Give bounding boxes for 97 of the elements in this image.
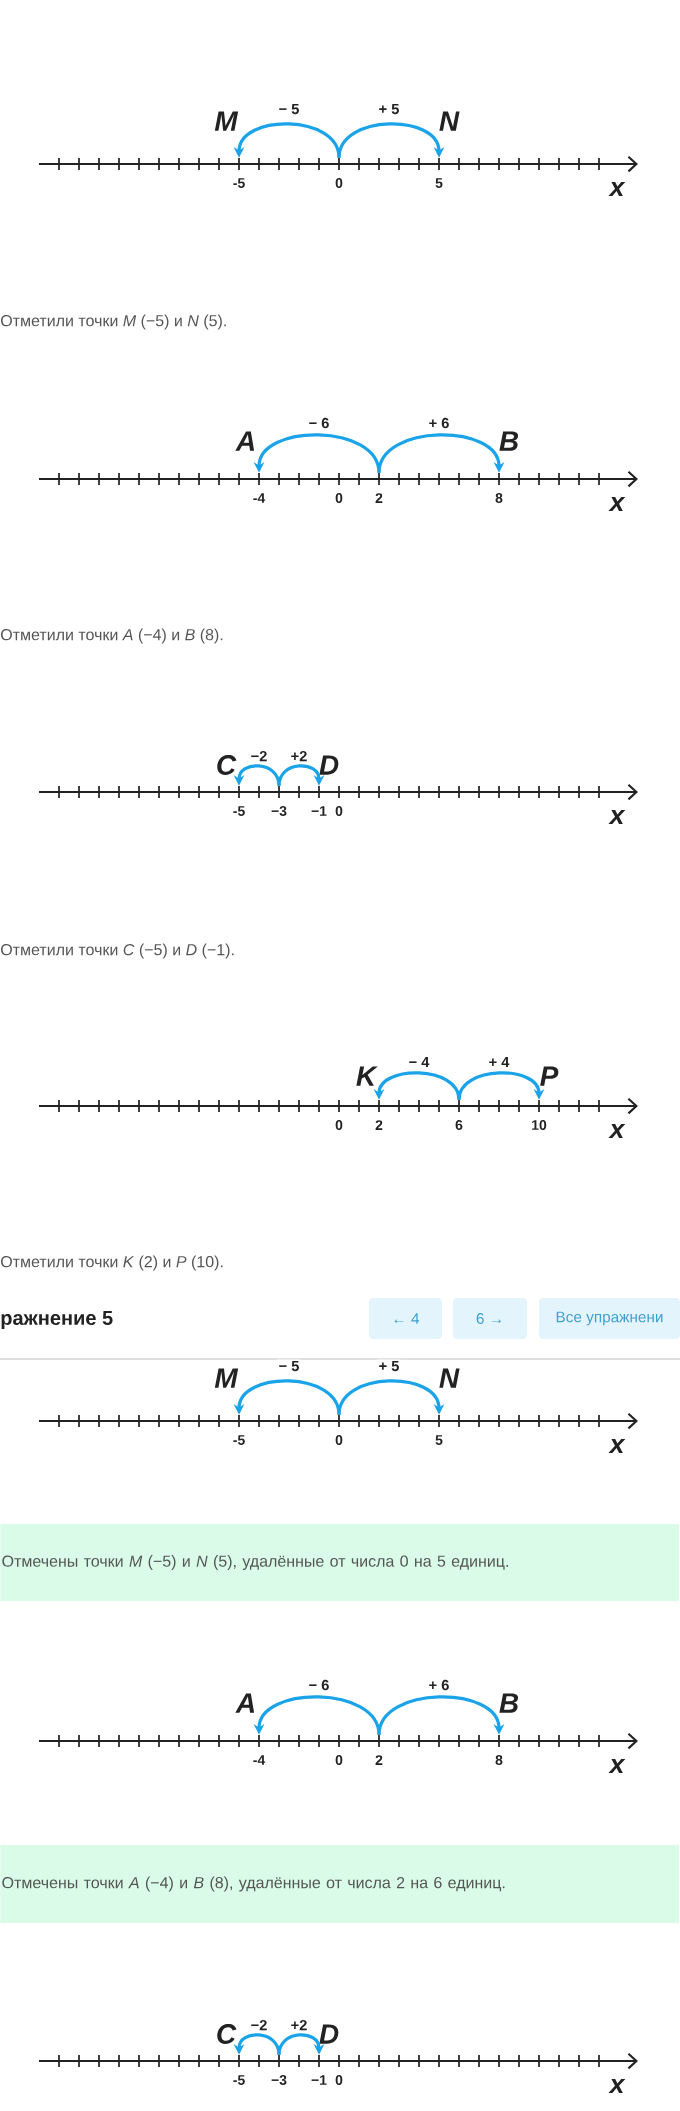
- point-letter: A: [235, 431, 255, 451]
- edge-label: + 6: [427, 1678, 451, 1692]
- tick-label: 0: [335, 493, 343, 503]
- jump-arrow: [277, 2033, 325, 2055]
- point-letter: M: [214, 1368, 239, 1388]
- tick-label: −3: [271, 806, 287, 816]
- tick-label: -5: [233, 2075, 245, 2085]
- axis-label: x: [608, 1438, 626, 1454]
- point-letter: B: [499, 431, 519, 451]
- axis-label: x: [608, 181, 626, 197]
- axis-label: x: [608, 1123, 626, 1139]
- tick-label: 0: [335, 1755, 343, 1765]
- info-band: Отмечены точки M (−5) и N (5), удалённые от числа 0 на 5 единиц.: [0, 1524, 679, 1601]
- edge-label: + 6: [427, 416, 451, 430]
- sentence: Отметили точки K (2) и P (10).: [1, 1255, 223, 1271]
- info-band: Отмечены точки A (−4) и B (8), удалённые от числа 2 на 6 единиц.: [0, 1845, 679, 1923]
- tick-label: −1: [311, 2075, 327, 2085]
- tick-mark: [258, 472, 260, 486]
- axis-label: x: [608, 2078, 626, 2094]
- point-letter: D: [319, 2024, 339, 2044]
- tick-mark: [538, 1099, 540, 1113]
- tick-mark: [378, 1734, 380, 1748]
- edge-label: +2: [289, 749, 309, 763]
- tick-label: -5: [233, 178, 245, 188]
- edge-label: −2: [249, 2018, 269, 2032]
- tick-mark: [438, 1414, 440, 1428]
- tick-mark: [238, 1414, 240, 1428]
- point-letter: N: [439, 1368, 460, 1388]
- tick-label: 8: [495, 1755, 503, 1765]
- tick-mark: [238, 2054, 240, 2068]
- tick-label: 0: [335, 178, 343, 188]
- axis-label: x: [608, 1758, 626, 1774]
- point-letter: K: [356, 1066, 378, 1086]
- point-letter: C: [217, 2024, 237, 2044]
- point-letter: D: [319, 755, 339, 775]
- tick-label: 2: [375, 1755, 383, 1765]
- jump-arrow: [337, 1379, 445, 1416]
- edge-label: − 6: [307, 416, 331, 430]
- point-letter: C: [217, 755, 237, 775]
- tick-label: -4: [253, 493, 266, 503]
- jump-arrow: [337, 122, 445, 159]
- edge-label: − 5: [277, 102, 301, 116]
- tick-label: -5: [233, 1435, 245, 1445]
- tick-label: 6: [455, 1120, 463, 1130]
- axis-label: x: [608, 496, 626, 512]
- edge-label: +2: [289, 2018, 309, 2032]
- tick-label: −1: [311, 806, 327, 816]
- tick-label: 10: [532, 1120, 547, 1130]
- jump-arrow: [377, 433, 505, 474]
- tick-label: -4: [253, 1755, 266, 1765]
- tick-label: 5: [435, 178, 443, 188]
- sentence: Отметили точки M (−5) и N (5).: [1, 314, 226, 330]
- edge-label: + 4: [487, 1055, 511, 1069]
- tick-mark: [378, 1099, 380, 1113]
- nav-button: ← 4: [369, 1298, 442, 1339]
- nav-button: Все упражнени: [539, 1298, 680, 1339]
- tick-label: 2: [375, 1120, 383, 1130]
- tick-label: 5: [435, 1435, 443, 1445]
- point-letter: B: [499, 1693, 519, 1713]
- tick-mark: [238, 157, 240, 171]
- sentence: Отметили точки C (−5) и D (−1).: [1, 943, 234, 959]
- tick-label: 0: [335, 1435, 343, 1445]
- edge-label: − 4: [407, 1055, 431, 1069]
- tick-mark: [278, 785, 280, 799]
- jump-arrow: [457, 1071, 545, 1101]
- nav-button: 6 →: [453, 1298, 527, 1339]
- tick-mark: [338, 1414, 340, 1428]
- tick-mark: [498, 472, 500, 486]
- tick-label: -5: [233, 806, 245, 816]
- point-letter: P: [540, 1066, 559, 1086]
- section-heading: ражнение 5: [1, 1311, 113, 1329]
- tick-mark: [318, 785, 320, 799]
- edge-label: −2: [249, 749, 269, 763]
- tick-mark: [278, 2054, 280, 2068]
- tick-label: 8: [495, 493, 503, 503]
- axis-label: x: [608, 809, 626, 825]
- tick-mark: [498, 1734, 500, 1748]
- point-letter: A: [235, 1693, 255, 1713]
- edge-label: − 6: [307, 1678, 331, 1692]
- edge-label: + 5: [377, 102, 401, 116]
- tick-mark: [338, 157, 340, 171]
- tick-label: −3: [271, 2075, 287, 2085]
- tick-label: 0: [335, 2075, 343, 2085]
- tick-mark: [378, 472, 380, 486]
- jump-arrow: [377, 1695, 505, 1736]
- point-letter: N: [439, 111, 460, 131]
- tick-mark: [438, 157, 440, 171]
- tick-mark: [458, 1099, 460, 1113]
- sentence: Отметили точки A (−4) и B (8).: [1, 628, 223, 644]
- tick-label: 0: [335, 806, 343, 816]
- jump-arrow: [277, 764, 325, 786]
- point-letter: M: [214, 111, 239, 131]
- tick-mark: [318, 2054, 320, 2068]
- tick-label: 2: [375, 493, 383, 503]
- tick-mark: [238, 785, 240, 799]
- tick-mark: [258, 1734, 260, 1748]
- tick-label: 0: [335, 1120, 343, 1130]
